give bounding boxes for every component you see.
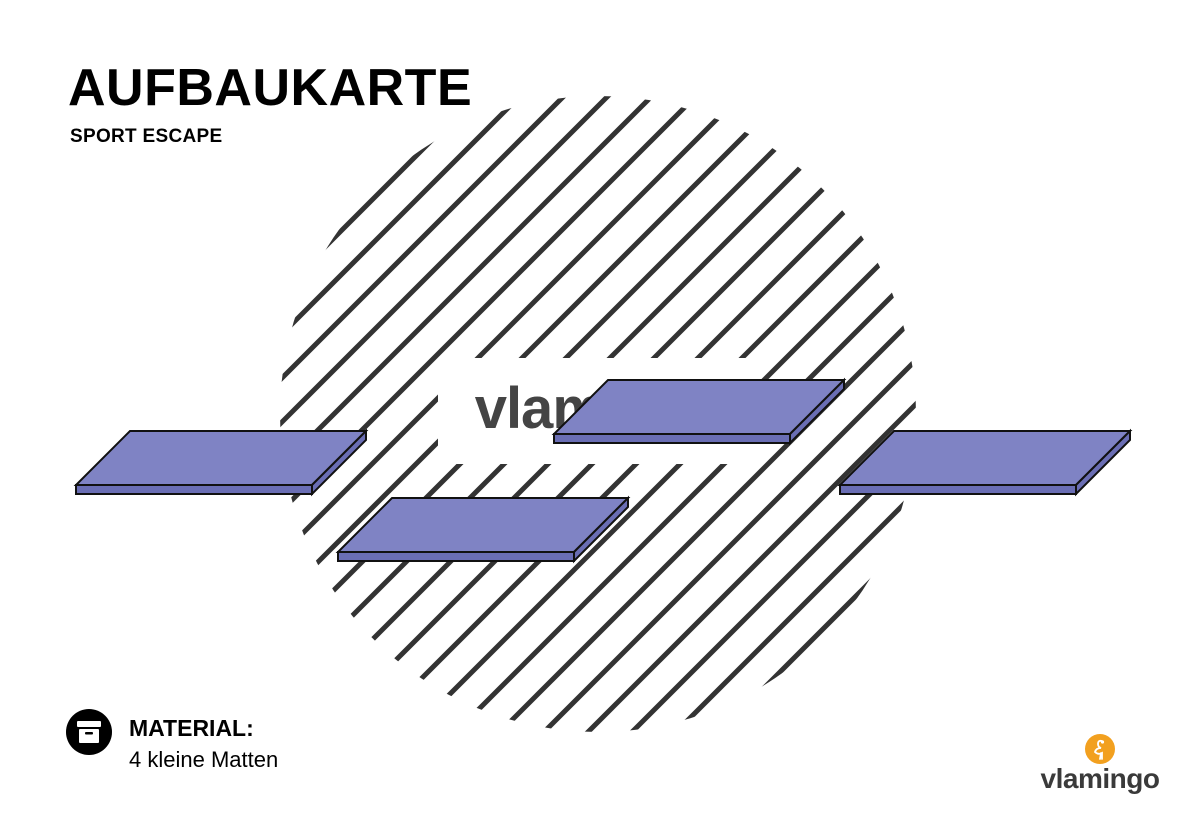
hatch-stripe — [280, 96, 624, 732]
hatch-stripe — [572, 96, 916, 732]
brand-name: vlamingo — [1040, 763, 1160, 794]
material-label: MATERIAL: — [129, 715, 254, 741]
material-value: 4 kleine Matten — [129, 747, 279, 772]
hatch-stripe — [484, 96, 916, 732]
page-subtitle: SPORT ESCAPE — [70, 126, 223, 147]
mat-left — [73, 428, 369, 497]
brand-logo: vlamingo — [1040, 733, 1160, 797]
hatch-stripe — [280, 96, 492, 732]
hatch-stripe — [280, 96, 404, 732]
box-icon — [66, 709, 112, 755]
hatch-stripe — [280, 96, 668, 732]
hatch-stripe — [528, 96, 916, 732]
mat-bottom-center — [335, 495, 631, 564]
hatch-stripe — [440, 96, 916, 732]
hatch-stripe — [280, 96, 844, 732]
page-title: AUFBAUKARTE — [68, 59, 473, 117]
flamingo-icon — [1085, 734, 1115, 764]
mat-right — [837, 428, 1133, 497]
mat-top-center — [551, 377, 847, 446]
hatch-stripe — [280, 96, 756, 732]
hatch-stripe — [280, 96, 800, 732]
hatch-stripe — [280, 96, 712, 732]
hatch-stripe — [792, 96, 916, 732]
